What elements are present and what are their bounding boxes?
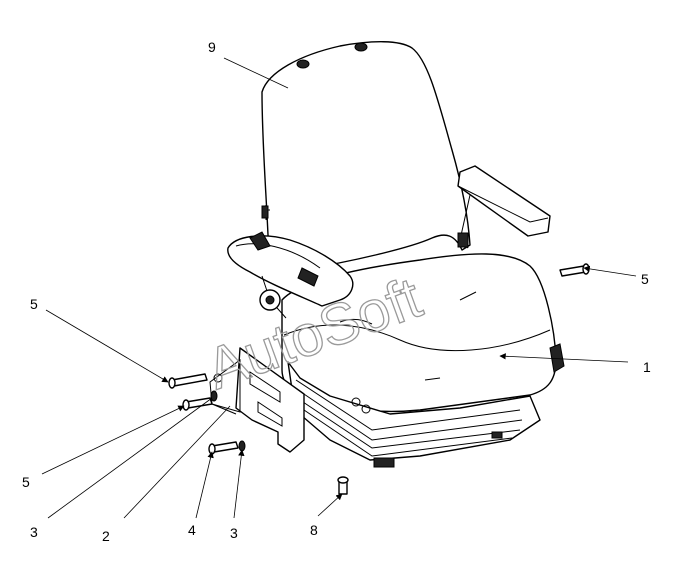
mounting-bracket — [209, 347, 305, 453]
callout-2: 2 — [102, 528, 110, 544]
bolt-4 — [208, 441, 239, 455]
backrest — [261, 41, 471, 272]
callout-3-left: 3 — [30, 524, 38, 540]
callout-1: 1 — [643, 359, 651, 375]
callout-3-right: 3 — [230, 525, 238, 541]
callout-5-left: 5 — [30, 296, 38, 312]
suspension-base — [287, 361, 541, 468]
bolt-8 — [337, 476, 349, 495]
callout-9: 9 — [208, 39, 216, 55]
bolt-5-left — [168, 373, 208, 389]
right-armrest — [457, 165, 551, 249]
bolt-5-right — [559, 263, 590, 277]
washer-3-lower — [238, 440, 246, 452]
callout-labels: 9 5 5 1 5 3 2 4 3 8 — [22, 39, 651, 544]
callout-8: 8 — [310, 522, 318, 538]
callout-5-lower: 5 — [22, 474, 30, 490]
leader-lines — [41, 57, 637, 519]
callout-5-right: 5 — [641, 271, 649, 287]
washer-3-upper — [210, 390, 218, 402]
left-control-armrest — [227, 231, 354, 319]
callout-4: 4 — [188, 522, 196, 538]
